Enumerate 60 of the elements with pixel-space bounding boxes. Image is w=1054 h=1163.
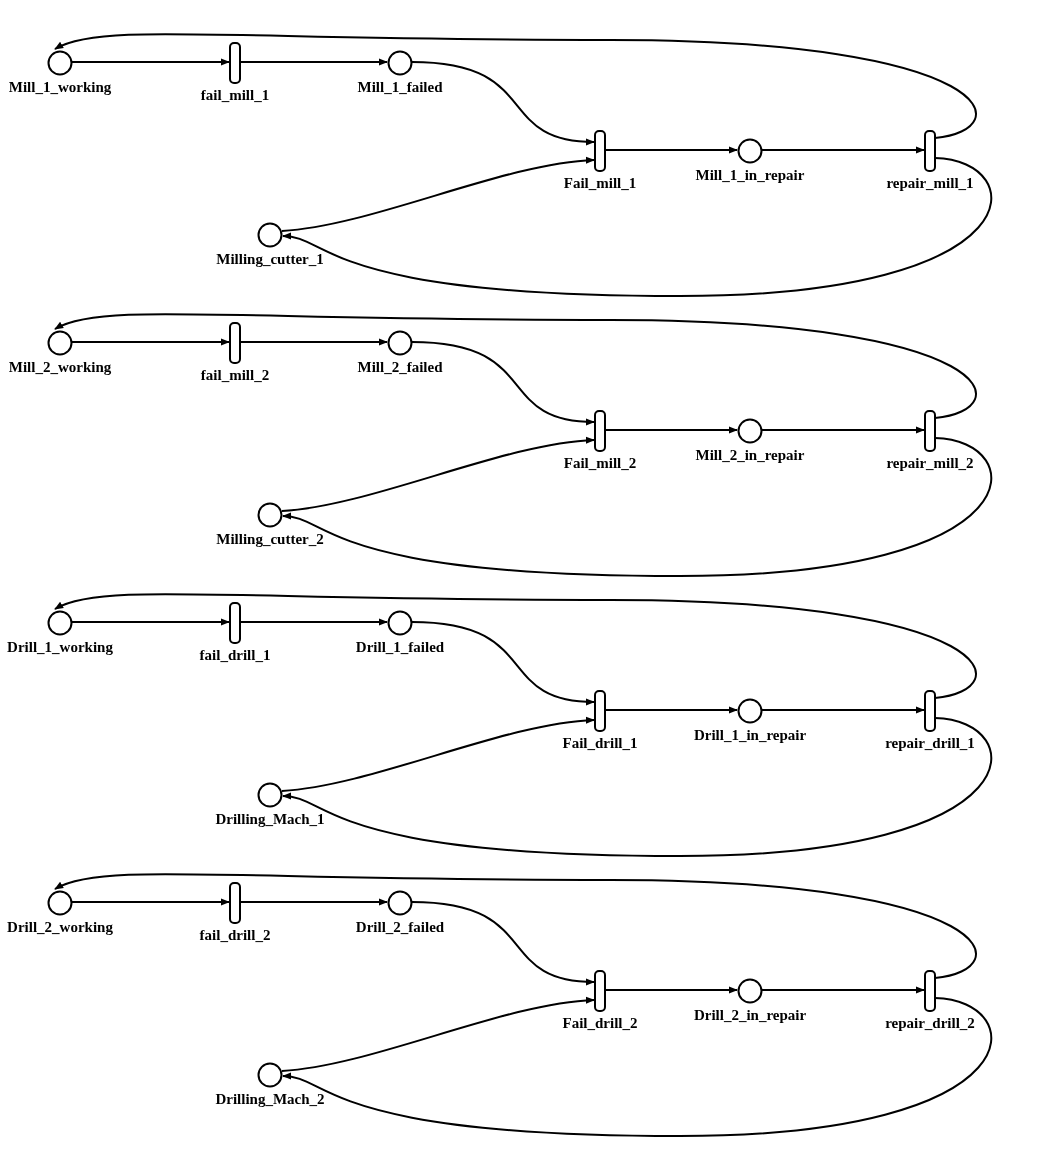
arrow xyxy=(281,717,595,792)
place-label: Milling_cutter_2 xyxy=(216,531,324,548)
transition-label: repair_drill_1 xyxy=(885,735,975,752)
place-label: Drilling_Mach_2 xyxy=(215,1091,325,1108)
place-label: Drill_1_working xyxy=(7,639,113,656)
place-label: Mill_1_failed xyxy=(357,79,443,96)
transition-label: Fail_drill_1 xyxy=(562,735,638,752)
place-label: Mill_2_working xyxy=(8,359,112,376)
place-label: Mill_1_working xyxy=(8,79,112,96)
arrow xyxy=(604,426,738,434)
arrow xyxy=(604,146,738,154)
arrow xyxy=(282,717,993,857)
transition-label: fail_drill_1 xyxy=(199,647,271,664)
arrow xyxy=(281,997,595,1072)
arrow xyxy=(604,986,738,994)
arrow xyxy=(239,898,388,906)
arrow xyxy=(239,618,388,626)
place-label: Milling_cutter_1 xyxy=(216,251,324,268)
arrow xyxy=(54,313,977,419)
transition-label: fail_drill_2 xyxy=(199,927,271,944)
arrow xyxy=(71,898,230,906)
place-label: Drill_2_failed xyxy=(355,919,445,936)
arrow xyxy=(761,986,925,994)
place-label: Drilling_Mach_1 xyxy=(215,811,325,828)
place-label: Drill_1_failed xyxy=(355,639,445,656)
arrow xyxy=(71,618,230,626)
arrow xyxy=(54,593,977,699)
transition-label: repair_mill_2 xyxy=(886,455,974,472)
arrow xyxy=(71,58,230,66)
place-label: Mill_2_in_repair xyxy=(695,447,805,464)
arrow xyxy=(411,341,595,425)
arrow xyxy=(761,706,925,714)
arrow xyxy=(54,873,977,979)
arrow xyxy=(281,437,595,512)
arrow xyxy=(282,437,993,577)
transition-label: fail_mill_2 xyxy=(200,367,270,384)
arrow xyxy=(239,338,388,346)
transition-label: Fail_mill_1 xyxy=(563,175,637,192)
place-label: Drill_2_in_repair xyxy=(693,1007,807,1024)
arrow xyxy=(281,157,595,232)
arrow xyxy=(604,706,738,714)
transition-label: Fail_mill_2 xyxy=(563,455,637,472)
place-label: Mill_2_failed xyxy=(357,359,443,376)
arrow xyxy=(282,997,993,1137)
arrow xyxy=(54,33,977,139)
arrow xyxy=(411,621,595,705)
arrow xyxy=(411,61,595,145)
arrow xyxy=(239,58,388,66)
arrow xyxy=(761,426,925,434)
transition-label: repair_mill_1 xyxy=(886,175,974,192)
arrow xyxy=(71,338,230,346)
arrow xyxy=(282,157,993,297)
place-label: Drill_1_in_repair xyxy=(693,727,807,744)
place-label: Drill_2_working xyxy=(7,919,113,936)
transition-label: Fail_drill_2 xyxy=(562,1015,638,1032)
transition-label: repair_drill_2 xyxy=(885,1015,975,1032)
arrow xyxy=(761,146,925,154)
transition-label: fail_mill_1 xyxy=(200,87,270,104)
arrow xyxy=(411,901,595,985)
place-label: Mill_1_in_repair xyxy=(695,167,805,184)
